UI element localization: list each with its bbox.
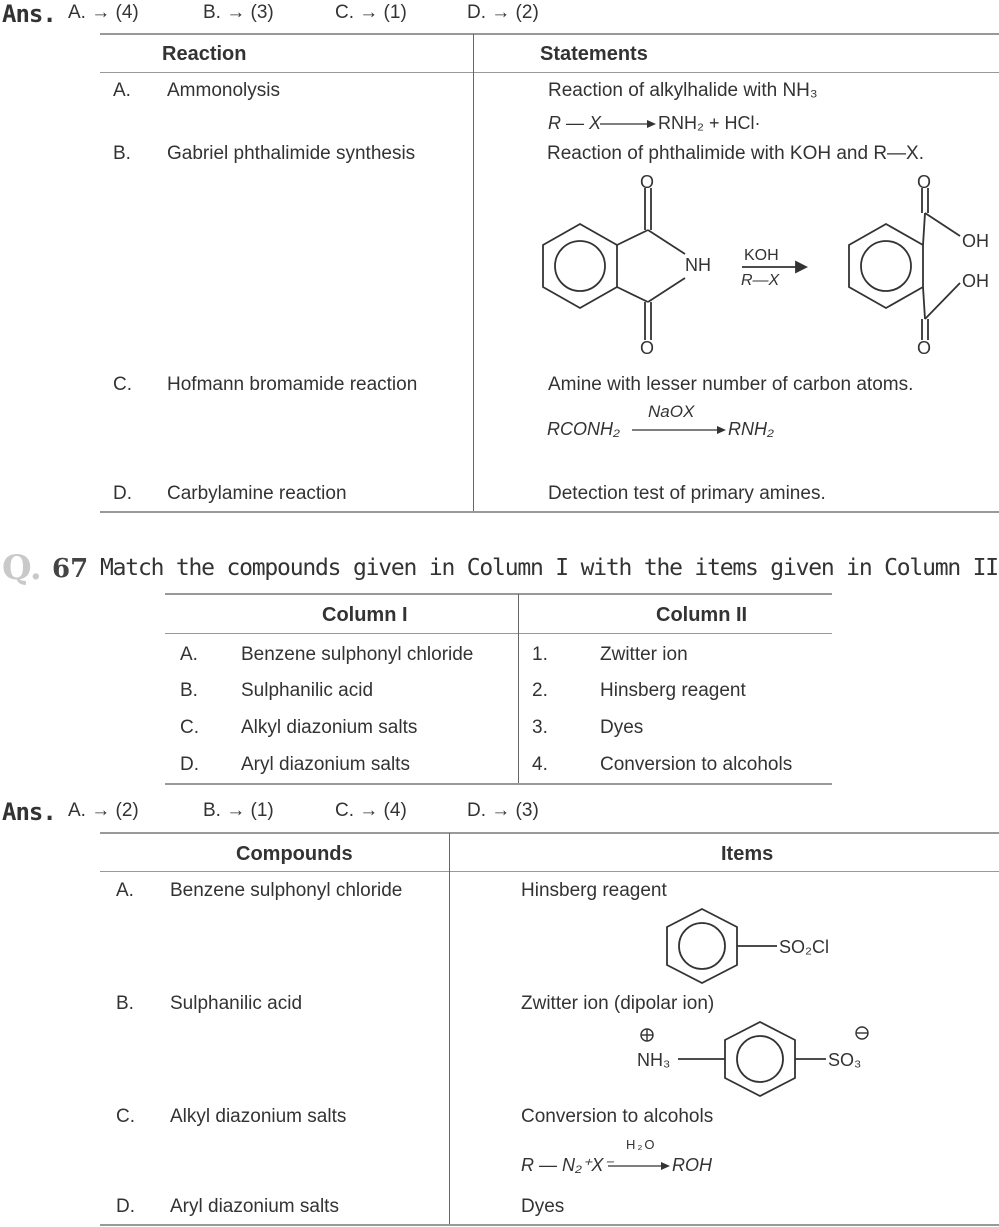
- equation-right: RNH₂ + HCl·: [658, 113, 761, 133]
- column-divider: [473, 34, 474, 511]
- item-text: Conversion to alcohols: [521, 1106, 714, 1127]
- nh3-label: NH₃: [637, 1050, 670, 1070]
- column-ii-item: Conversion to alcohols: [600, 754, 793, 775]
- compound-name: Alkyl diazonium salts: [170, 1106, 347, 1127]
- row-letter: B.: [116, 993, 134, 1014]
- table-rule: [100, 871, 999, 872]
- table-rule: [100, 72, 999, 73]
- column-divider: [449, 833, 450, 1224]
- equation-reagent: NaOX: [648, 402, 695, 421]
- row-letter: D.: [180, 754, 199, 775]
- question-mark-label: Q.: [2, 548, 42, 588]
- answer-item-c: C. → (4): [335, 800, 407, 821]
- reaction-name: Ammonolysis: [167, 80, 280, 101]
- item-text: Dyes: [521, 1196, 565, 1217]
- item-text: Zwitter ion (dipolar ion): [521, 993, 715, 1014]
- answer-item-d: D. → (2): [467, 2, 539, 23]
- column-ii-item: Dyes: [600, 717, 644, 738]
- row-letter: C.: [116, 1106, 135, 1127]
- question-number: 67: [52, 554, 89, 584]
- table-rule: [165, 783, 832, 785]
- statement-text: Amine with lesser number of carbon atoms…: [548, 374, 914, 395]
- row-number: 4.: [532, 754, 548, 775]
- column-i-item: Alkyl diazonium salts: [241, 717, 418, 738]
- table-rule: [100, 33, 999, 35]
- row-number: 2.: [532, 680, 548, 701]
- reaction-name: Carbylamine reaction: [167, 483, 347, 504]
- column-header-compounds: Compounds: [236, 843, 353, 865]
- answer-item-b: B. → (3): [203, 2, 274, 23]
- column-i-item: Aryl diazonium salts: [241, 754, 410, 775]
- statement-text: Detection test of primary amines.: [548, 483, 826, 504]
- reaction-name: Gabriel phthalimide synthesis: [167, 143, 416, 164]
- equation-reagent: H₂O: [626, 1137, 657, 1152]
- table-rule: [100, 1224, 999, 1226]
- table-rule: [165, 633, 832, 634]
- answer-label: Ans.: [2, 798, 57, 826]
- row-letter: D.: [116, 1196, 135, 1217]
- column-ii-item: Hinsberg reagent: [600, 680, 746, 701]
- row-letter: C.: [180, 717, 199, 738]
- statement-text: Reaction of alkylhalide with NH₃: [548, 80, 818, 101]
- reaction-arrow: [600, 120, 656, 128]
- column-i-item: Benzene sulphonyl chloride: [241, 644, 474, 665]
- table-rule: [100, 511, 999, 513]
- equation-left: R — X: [548, 113, 602, 133]
- nh-label: NH: [685, 255, 711, 275]
- reaction-name: Hofmann bromamide reaction: [167, 374, 418, 395]
- answer-item-a: A. → (2): [68, 800, 139, 821]
- row-letter: B.: [180, 680, 198, 701]
- item-text: Hinsberg reagent: [521, 880, 667, 901]
- answer-item-a: A. → (4): [68, 2, 139, 23]
- benzenesulphonyl-chloride-structure: SO₂Cl: [666, 907, 829, 985]
- answer-item-b: B. → (1): [203, 800, 274, 821]
- so3-label: SO₃: [828, 1050, 861, 1070]
- sulphanilic-acid-structure: NH₃ SO₃: [637, 1020, 869, 1098]
- reaction-arrow: [608, 1162, 670, 1170]
- row-letter: A.: [116, 880, 134, 901]
- row-letter: A.: [180, 644, 198, 665]
- phthalimide-scheme: O O NH KOH R—X O O OH OH: [542, 172, 989, 358]
- reagent-label: R—X: [741, 272, 781, 289]
- answer-item-c: C. → (1): [335, 2, 407, 23]
- equation-left: R — N₂⁺X⁻: [521, 1155, 613, 1175]
- row-number: 3.: [532, 717, 548, 738]
- row-letter: B.: [113, 143, 131, 164]
- column-header-reaction: Reaction: [162, 43, 247, 65]
- compound-name: Sulphanilic acid: [170, 993, 303, 1014]
- oxygen-label: O: [640, 338, 654, 358]
- question-text: Match the compounds given in Column I wi…: [100, 555, 999, 581]
- column-divider: [518, 594, 519, 783]
- oxygen-label: O: [917, 338, 931, 358]
- equation-left: RCONH₂: [547, 419, 620, 439]
- table-rule: [165, 593, 832, 595]
- row-number: 1.: [532, 644, 548, 665]
- column-ii-item: Zwitter ion: [600, 644, 688, 665]
- answer-item-d: D. → (3): [467, 800, 539, 821]
- column-i-item: Sulphanilic acid: [241, 680, 374, 701]
- oxygen-label: O: [640, 172, 654, 192]
- oxygen-label: O: [917, 172, 931, 192]
- answer-label: Ans.: [2, 0, 57, 28]
- reagent-label: KOH: [744, 247, 779, 264]
- compound-name: Benzene sulphonyl chloride: [170, 880, 403, 901]
- compound-name: Aryl diazonium salts: [170, 1196, 339, 1217]
- equation-right: ROH: [672, 1155, 712, 1175]
- hydroxyl-label: OH: [962, 231, 989, 251]
- table-rule: [100, 832, 999, 834]
- column-header-column-ii: Column II: [656, 604, 748, 626]
- row-letter: D.: [113, 483, 132, 504]
- row-letter: A.: [113, 80, 131, 101]
- row-letter: C.: [113, 374, 132, 395]
- equation-right: RNH₂: [728, 419, 774, 439]
- statement-text: Reaction of phthalimide with KOH and R—X…: [547, 143, 925, 164]
- column-header-statements: Statements: [540, 43, 648, 65]
- so2cl-label: SO₂Cl: [779, 937, 829, 957]
- column-header-items: Items: [721, 843, 774, 865]
- hydroxyl-label: OH: [962, 271, 989, 291]
- column-header-column-i: Column I: [322, 604, 408, 626]
- reaction-arrow: [632, 426, 726, 434]
